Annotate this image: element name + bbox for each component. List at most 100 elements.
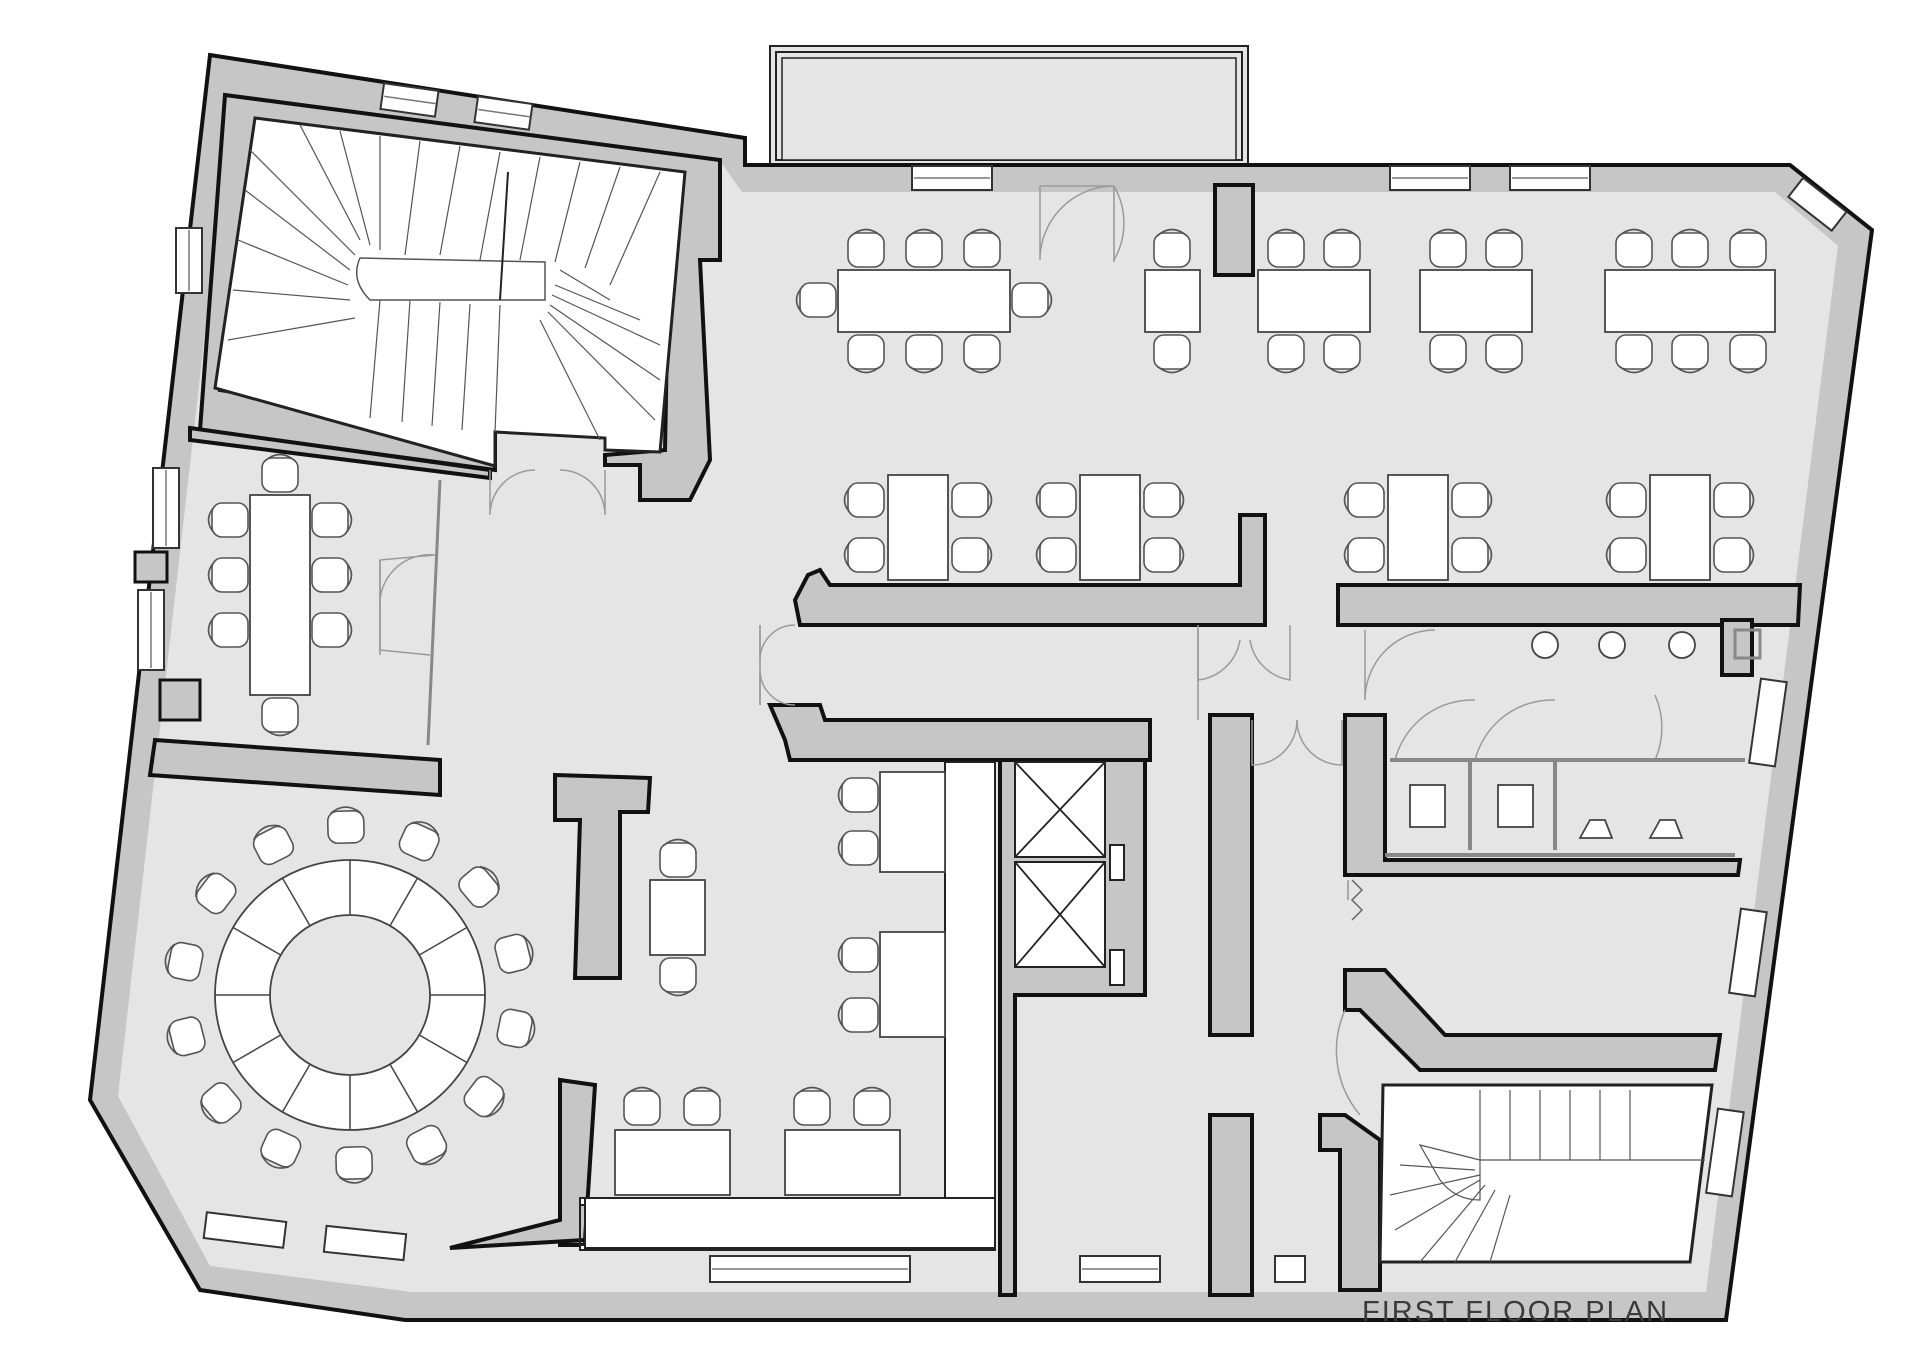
chair [458,865,500,908]
table [879,931,946,1038]
restroom-fixtures [1350,628,1762,921]
chair [1429,334,1467,374]
window [1748,677,1788,768]
table [1419,269,1533,333]
chair [1429,228,1467,268]
chair [853,1086,891,1126]
window [137,589,165,671]
chair [207,557,249,593]
chair [261,697,299,737]
stairwell-top-left [197,92,722,502]
chair [1323,334,1361,374]
chair [1671,334,1709,374]
window [1728,907,1768,998]
chair [1343,482,1385,518]
chair [1451,537,1493,573]
chair [1605,482,1647,518]
chair [311,502,353,538]
window [911,165,993,191]
stair-treads-top-left [227,124,661,441]
chair [1485,228,1523,268]
table [1387,474,1449,581]
chair [659,957,697,997]
plan-title: FIRST FLOOR PLAN [1362,1296,1670,1328]
chair [837,937,879,973]
window [379,82,440,118]
chair [1267,334,1305,374]
chair [951,537,993,573]
chair [1035,537,1077,573]
chair [847,228,885,268]
chair [659,838,697,878]
chair [1615,334,1653,374]
chair [963,334,1001,374]
chair [1671,228,1709,268]
bar-counter [579,761,996,1251]
chair [1713,537,1755,573]
chair [207,502,249,538]
chair [166,1016,206,1057]
chair [795,282,837,318]
table [837,269,1011,333]
elevator [1014,761,1125,986]
chair [905,334,943,374]
chair [837,777,879,813]
chair [1267,228,1305,268]
chair [793,1086,831,1126]
chair [1153,228,1191,268]
chair [252,824,295,866]
window [473,95,534,131]
chair [1485,334,1523,374]
chair [1143,537,1185,573]
table [879,771,946,873]
doors [378,185,1663,1116]
table [784,1129,901,1196]
chair [200,1082,242,1125]
window [1786,176,1848,233]
chair [1011,282,1053,318]
table [887,474,949,581]
window [1389,165,1471,191]
chair [1729,228,1767,268]
chair [843,537,885,573]
window [709,1255,911,1283]
chair [837,997,879,1033]
window [1079,1255,1161,1283]
furniture [207,228,1776,1196]
window [152,467,180,549]
chair [905,228,943,268]
chair [496,1008,536,1049]
chair [683,1086,721,1126]
chair [1153,334,1191,374]
chair [951,482,993,518]
chair [847,334,885,374]
chair [494,933,534,974]
chair [207,612,249,648]
chair [1729,334,1767,374]
chair [1035,482,1077,518]
chair [1343,537,1385,573]
window [322,1224,408,1262]
chair [261,453,299,493]
table [614,1129,731,1196]
chair [623,1086,661,1126]
chair [963,228,1001,268]
chair [1143,482,1185,518]
chair [1615,228,1653,268]
chair [1451,482,1493,518]
table [1079,474,1141,581]
chair [1323,228,1361,268]
chair [463,1075,505,1118]
chair [260,1128,302,1169]
table [1604,269,1776,333]
balcony [769,45,1249,165]
stairwell-bottom-right [1378,1083,1714,1264]
table [1649,474,1711,581]
window [1274,1255,1306,1283]
table [1257,269,1371,333]
chair [326,806,365,845]
window [202,1211,288,1249]
chair [843,482,885,518]
window [175,227,203,294]
